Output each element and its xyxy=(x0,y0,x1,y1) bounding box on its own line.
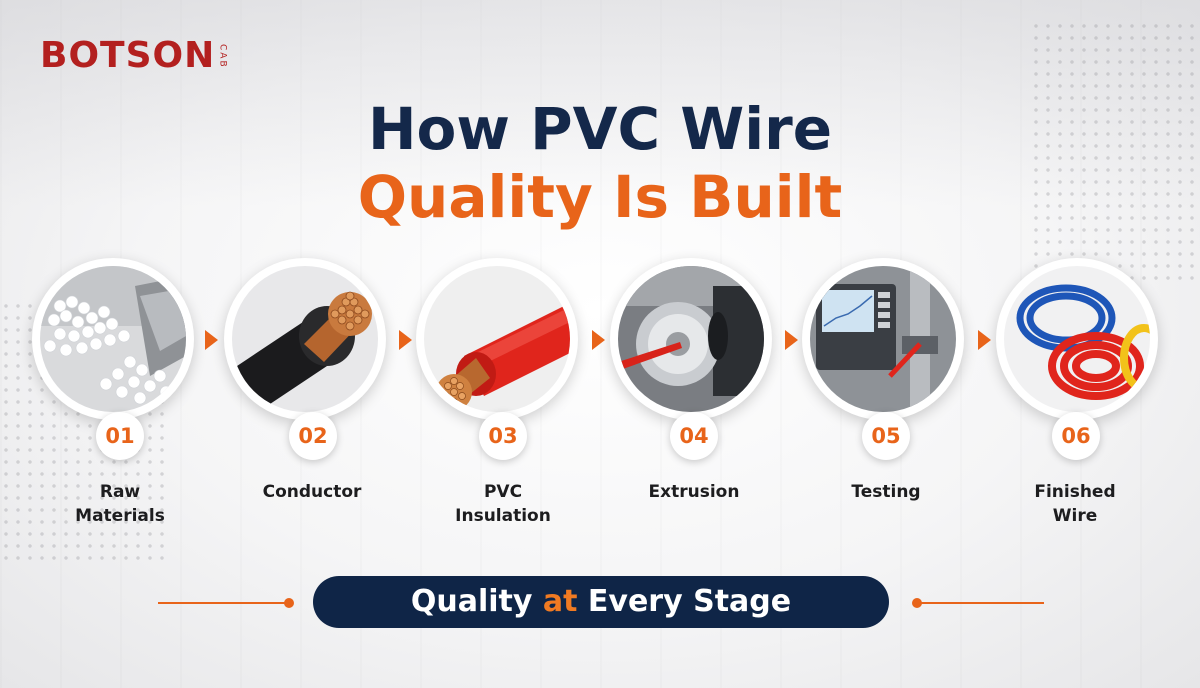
copper-conductor-cable-icon xyxy=(232,266,378,412)
step-6-number: 06 xyxy=(1052,412,1100,460)
step-5-number: 05 xyxy=(862,412,910,460)
step-2-image xyxy=(224,258,386,420)
divider-dot-right xyxy=(912,598,922,608)
tagline-banner: Quality at Every Stage xyxy=(313,576,889,628)
step-3-label: PVC Insulation xyxy=(455,482,551,526)
step-2-number: 02 xyxy=(289,412,337,460)
divider-dot-left xyxy=(284,598,294,608)
step-4-image xyxy=(610,258,772,420)
arrow-icon xyxy=(592,330,605,350)
headline-line-2: Quality Is Built xyxy=(357,163,843,231)
step-6-label: Finished Wire xyxy=(1034,482,1116,526)
tagline-part-1: Quality xyxy=(410,584,543,619)
divider-line-left xyxy=(158,602,290,604)
arrow-icon xyxy=(785,330,798,350)
tagline-accent: at xyxy=(542,584,578,619)
dot-pattern-right xyxy=(1030,20,1200,280)
arrow-icon xyxy=(205,330,218,350)
brand-sub: CAB xyxy=(217,43,228,69)
arrow-icon xyxy=(399,330,412,350)
step-1-label: Raw Materials xyxy=(75,482,165,526)
brand-name: BOTSON xyxy=(40,35,216,76)
step-5-image xyxy=(802,258,964,420)
step-6-image xyxy=(996,258,1158,420)
red-insulated-wire-icon xyxy=(424,266,570,412)
arrow-icon xyxy=(978,330,991,350)
brand-logo: BOTSON CAB xyxy=(40,35,228,76)
step-2-label: Conductor xyxy=(262,482,362,502)
step-3-number: 03 xyxy=(479,412,527,460)
tagline-part-2: Every Stage xyxy=(577,584,792,619)
step-1-number: 01 xyxy=(96,412,144,460)
white-pvc-pellets-icon xyxy=(40,266,186,412)
extrusion-machine-icon xyxy=(618,266,764,412)
step-5-label: Testing xyxy=(851,482,921,502)
step-4-label: Extrusion xyxy=(648,482,740,502)
step-1-image xyxy=(32,258,194,420)
divider-line-right xyxy=(918,602,1044,604)
wire-coils-icon xyxy=(1004,266,1150,412)
headline-line-1: How PVC Wire xyxy=(367,95,833,163)
testing-equipment-icon xyxy=(810,266,956,412)
step-4-number: 04 xyxy=(670,412,718,460)
step-3-image xyxy=(416,258,578,420)
